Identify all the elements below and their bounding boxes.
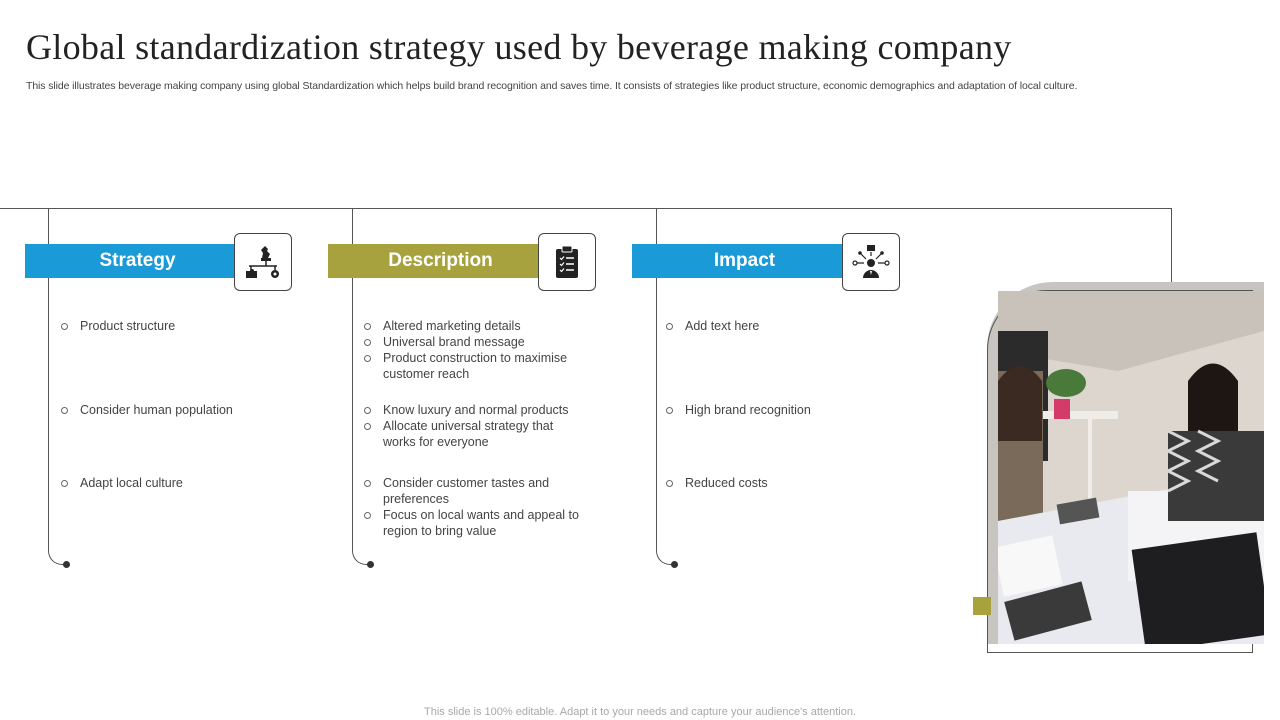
- description-list-2: Know luxury and normal products Allocate…: [363, 402, 588, 450]
- footer-note: This slide is 100% editable. Adapt it to…: [424, 706, 856, 718]
- list-item: Product structure: [60, 318, 260, 334]
- description-list-1: Altered marketing details Universal bran…: [363, 318, 588, 382]
- strategy-list-2: Consider human population: [60, 402, 260, 418]
- description-icon-box: [538, 233, 596, 291]
- frame-top-line: [0, 208, 1172, 209]
- meeting-photo: [998, 291, 1264, 644]
- impact-heading: Impact: [713, 250, 776, 271]
- description-connector: [352, 208, 372, 565]
- list-item: Add text here: [665, 318, 865, 334]
- strategy-heading: Strategy: [99, 250, 176, 271]
- clipboard-checklist-icon: [556, 245, 578, 278]
- businessman-network-icon: [852, 245, 890, 278]
- strategy-list-1: Product structure: [60, 318, 260, 334]
- list-item: Focus on local wants and appeal to regio…: [363, 507, 588, 539]
- description-heading: Description: [388, 250, 493, 271]
- olive-accent-square: [973, 597, 991, 615]
- description-header: Description: [328, 244, 553, 278]
- list-item: Know luxury and normal products: [363, 402, 588, 418]
- list-item: High brand recognition: [665, 402, 865, 418]
- list-item: Consider customer tastes and preferences: [363, 475, 588, 507]
- impact-header: Impact: [632, 244, 857, 278]
- list-item: Universal brand message: [363, 334, 588, 350]
- list-item: Consider human population: [60, 402, 260, 418]
- strategy-header: Strategy: [25, 244, 250, 278]
- list-item: Adapt local culture: [60, 475, 260, 491]
- list-item: Allocate universal strategy that works f…: [363, 418, 588, 450]
- page-title: Global standardization strategy used by …: [26, 27, 1012, 67]
- list-item: Product construction to maximise custome…: [363, 350, 588, 382]
- impact-list-3: Reduced costs: [665, 475, 865, 491]
- list-item: Reduced costs: [665, 475, 865, 491]
- description-list-3: Consider customer tastes and preferences…: [363, 475, 588, 539]
- impact-connector: [656, 208, 676, 565]
- office-meeting-illustration: [998, 291, 1264, 644]
- impact-icon-box: [842, 233, 900, 291]
- page-subtitle: This slide illustrates beverage making c…: [26, 80, 1078, 92]
- chess-puzzle-gear-icon: [246, 246, 279, 278]
- list-item: Altered marketing details: [363, 318, 588, 334]
- strategy-end-dot: [63, 561, 70, 568]
- description-end-dot: [367, 561, 374, 568]
- frame-right-line: [1171, 208, 1172, 285]
- impact-end-dot: [671, 561, 678, 568]
- strategy-icon-box: [234, 233, 292, 291]
- impact-list-1: Add text here: [665, 318, 865, 334]
- strategy-list-3: Adapt local culture: [60, 475, 260, 491]
- strategy-connector: [48, 208, 68, 565]
- impact-list-2: High brand recognition: [665, 402, 865, 418]
